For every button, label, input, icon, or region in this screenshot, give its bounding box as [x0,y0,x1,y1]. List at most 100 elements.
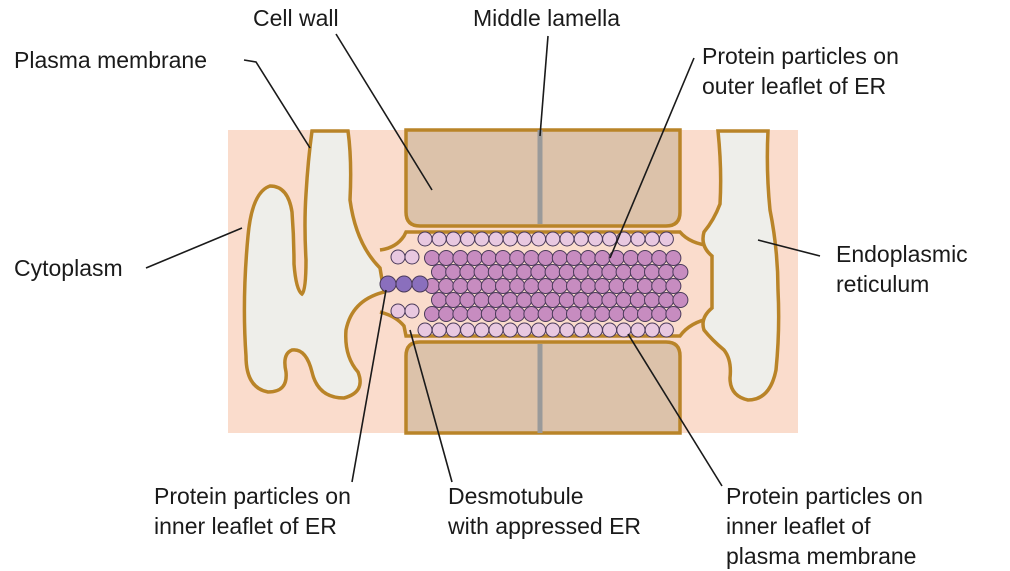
er-particle [616,265,631,280]
er-particle [595,251,610,266]
er-particle [666,251,681,266]
er-particle [474,265,489,280]
er-particle [645,265,660,280]
er-particle [609,307,624,322]
pm-particle-upper [489,232,503,246]
er-particle [439,279,454,294]
pm-particle-upper [574,232,588,246]
er-particle [517,265,532,280]
er-particle [467,307,482,322]
label-endoplasmic-reticulum: Endoplasmic reticulum [836,241,974,297]
er-particle [602,265,617,280]
er-particle [559,265,574,280]
pm-particle-upper [503,232,517,246]
pm-particle-edge [391,304,405,318]
cell-wall-lower [406,342,680,433]
label-plasma-membrane: Plasma membrane [14,47,207,73]
pm-particle-lower [546,323,560,337]
desmotubule-particle [412,276,428,292]
pm-particle-lower [645,323,659,337]
pm-particle-upper [432,232,446,246]
er-particle [630,293,645,308]
leader-middle-lamella [540,36,548,136]
er-particle [460,265,475,280]
pm-particle-lower [418,323,432,337]
er-particle [453,307,468,322]
er-particle [488,293,503,308]
label-desmotubule-line1: Desmotubule [448,483,584,509]
pm-particle-upper [517,232,531,246]
er-particle [581,307,596,322]
er-particle [467,279,482,294]
pm-particle-lower [574,323,588,337]
pm-particle-upper [546,232,560,246]
er-particle [623,279,638,294]
pm-particle-edge [405,304,419,318]
label-protein-inner-pm-line3: plasma membrane [726,543,916,569]
er-particle [666,307,681,322]
er-particle [481,251,496,266]
pm-particle-upper [603,232,617,246]
er-particle [595,307,610,322]
er-particle [510,279,525,294]
label-middle-lamella: Middle lamella [473,5,620,31]
er-particle [638,279,653,294]
er-particle [517,293,532,308]
er-particle [432,265,447,280]
er-particle [439,251,454,266]
leader-cytoplasm [146,228,242,268]
er-particle [588,293,603,308]
pm-particle-lower [446,323,460,337]
label-protein-outer-er: Protein particles on outer leaflet of ER [702,43,905,99]
pm-particle-upper [588,232,602,246]
er-particle [474,293,489,308]
er-particle [595,279,610,294]
pm-particle-upper [475,232,489,246]
pm-particle-lower [432,323,446,337]
cell-wall-upper [406,130,680,226]
er-particle [453,251,468,266]
er-particle [510,307,525,322]
er-particle [496,279,511,294]
pm-particle-upper [461,232,475,246]
er-particle [538,307,553,322]
label-protein-inner-er: Protein particles on inner leaflet of ER [154,483,357,539]
er-particle [623,251,638,266]
er-particle [581,279,596,294]
er-particle [425,251,440,266]
pm-particle-edge [391,250,405,264]
er-particle [503,265,518,280]
er-particle [645,293,660,308]
pm-particle-lower [631,323,645,337]
er-particle [460,293,475,308]
er-particle [574,293,589,308]
label-protein-inner-er-line2: inner leaflet of ER [154,513,337,539]
pm-particle-upper [631,232,645,246]
er-particle [602,293,617,308]
er-particle [609,279,624,294]
er-particle [538,251,553,266]
er-particle [524,279,539,294]
er-particle [552,279,567,294]
pm-particle-upper [645,232,659,246]
pm-particle-lower [517,323,531,337]
er-particle [503,293,518,308]
er-particle [623,307,638,322]
pm-particle-upper [446,232,460,246]
er-particle [638,251,653,266]
label-protein-outer-er-line1: Protein particles on [702,43,899,69]
label-er-line1: Endoplasmic [836,241,968,267]
er-particle [446,265,461,280]
pm-particle-lower [489,323,503,337]
er-particle [588,265,603,280]
label-protein-inner-pm: Protein particles on inner leaflet of pl… [726,483,929,569]
label-cell-wall: Cell wall [253,5,339,31]
pm-particle-lower [659,323,673,337]
label-protein-inner-pm-line2: inner leaflet of [726,513,871,539]
er-particle [616,293,631,308]
er-particle [432,293,447,308]
er-particle [552,307,567,322]
label-er-line2: reticulum [836,271,929,297]
er-particle [652,251,667,266]
er-particle [559,293,574,308]
